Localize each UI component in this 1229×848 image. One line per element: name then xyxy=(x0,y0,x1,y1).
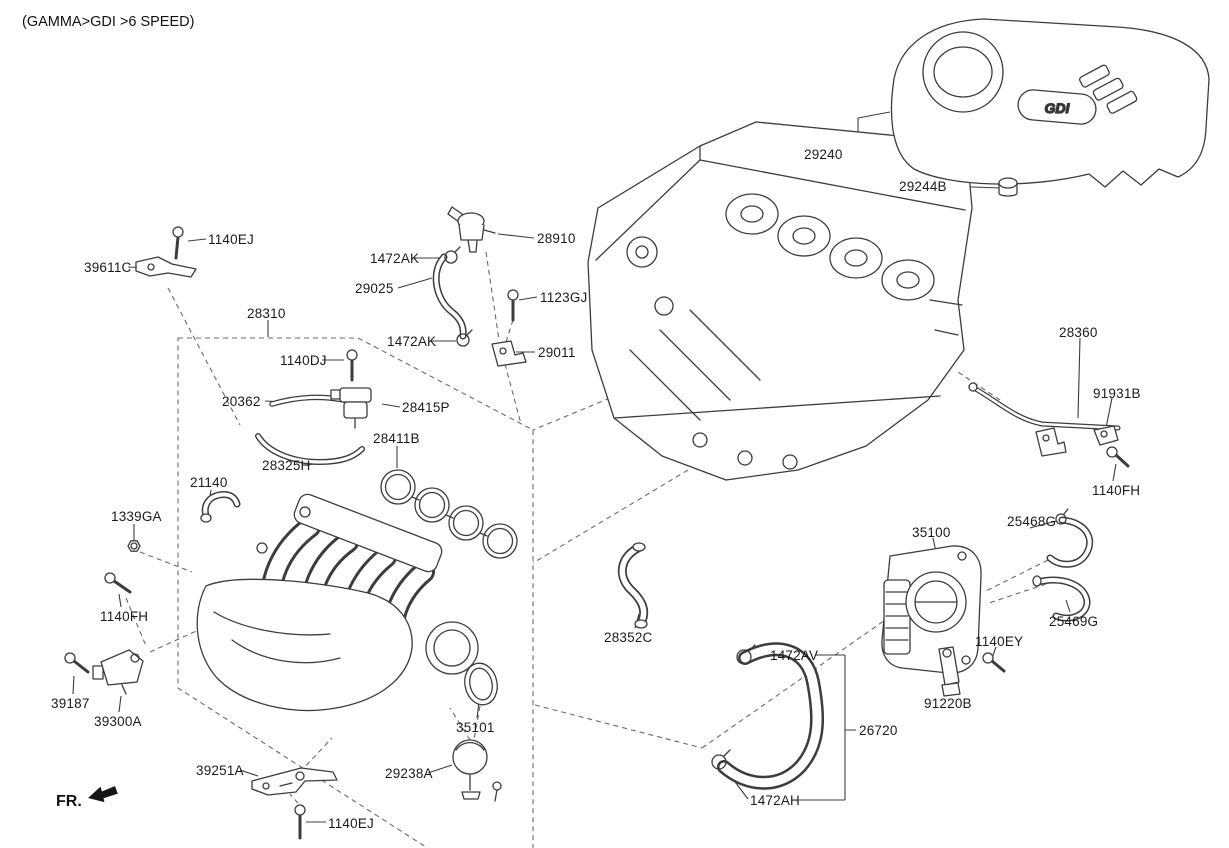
bolt-1123gj xyxy=(507,289,519,322)
clamp-1472ak-mid xyxy=(456,329,473,347)
manifold-outline-box xyxy=(177,337,534,848)
part-label-28411b: 28411B xyxy=(373,431,420,446)
part-label-25469g: 25469G xyxy=(1049,614,1099,629)
bracket-39251a-drawing xyxy=(251,767,338,796)
gasket-35101-drawing xyxy=(464,662,498,706)
hose-26720-drawing xyxy=(717,642,825,790)
part-label-1472ak-top: 1472AK xyxy=(370,251,420,266)
part-label-1339ga: 1339GA xyxy=(111,509,162,524)
part-label-29244b: 29244B xyxy=(899,179,947,194)
part-label-28360: 28360 xyxy=(1059,325,1098,340)
hose-28352c-drawing xyxy=(617,542,649,629)
hose-25469g-drawing xyxy=(1032,575,1091,622)
nut-1339ga xyxy=(127,540,141,552)
part-label-91220b: 91220B xyxy=(924,696,972,711)
part-label-29238a: 29238A xyxy=(385,766,433,781)
part-label-1472ak-mid: 1472AK xyxy=(387,334,437,349)
bracket-91931b-drawing xyxy=(1035,425,1119,457)
bolt-1140fh-right xyxy=(1106,446,1130,468)
part-label-28415p: 28415P xyxy=(402,400,450,415)
part-label-20362: 20362 xyxy=(222,394,261,409)
fr-arrow xyxy=(88,786,118,803)
solenoid-28415p-drawing xyxy=(330,387,372,429)
diagram-title: (GAMMA>GDI >6 SPEED) xyxy=(22,14,195,30)
sensor-91220b-drawing xyxy=(938,646,961,697)
part-label-26720: 26720 xyxy=(859,723,898,738)
engine-cover-drawing: GDI xyxy=(890,18,1210,188)
throttle-body-drawing xyxy=(881,545,982,674)
hose-28325h-drawing xyxy=(255,433,365,466)
part-label-29240: 29240 xyxy=(804,147,843,162)
gdi-badge-text: GDI xyxy=(1045,100,1071,116)
part-label-29011: 29011 xyxy=(538,345,576,360)
part-label-1140dj: 1140DJ xyxy=(280,353,327,368)
part-label-1472av: 1472AV xyxy=(770,648,819,663)
part-label-35101: 35101 xyxy=(456,720,495,735)
part-label-25468g: 25468G xyxy=(1007,514,1057,529)
part-label-1140ej-top: 1140EJ xyxy=(208,232,254,247)
intake-manifold-drawing xyxy=(196,493,479,712)
hose-29025-drawing xyxy=(432,253,467,340)
bolt-1140ej-top xyxy=(172,226,184,260)
part-label-39251a: 39251A xyxy=(196,763,244,778)
part-label-21140: 21140 xyxy=(190,475,228,490)
bolt-1140dj xyxy=(346,349,358,382)
gasket-28411b-drawing xyxy=(380,469,518,559)
part-label-1472ah: 1472AH xyxy=(750,793,800,808)
part-label-35100: 35100 xyxy=(912,525,951,540)
clamp-1472ah xyxy=(711,749,731,770)
engine-block-drawing xyxy=(587,121,973,481)
part-label-1140ey: 1140EY xyxy=(975,634,1024,649)
part-label-28325h: 28325H xyxy=(262,458,311,473)
part-label-28310: 28310 xyxy=(247,306,286,321)
map-sensor-39300a-drawing xyxy=(92,649,144,695)
bolt-1140ej-bottom xyxy=(294,804,306,840)
clamp-1472av xyxy=(736,644,756,665)
part-label-1140fh-left: 1140FH xyxy=(100,609,149,624)
bracket-29011-drawing xyxy=(491,340,527,367)
grommet-29244b-drawing xyxy=(998,177,1018,197)
part-label-29025: 29025 xyxy=(355,281,394,296)
part-label-91931b: 91931B xyxy=(1093,386,1141,401)
bolt-1140fh-left xyxy=(104,572,132,594)
actuator-29238a-drawing xyxy=(452,739,502,802)
clamp-1472ak-top xyxy=(444,246,461,264)
bolt-1140ey xyxy=(982,652,1006,673)
fitting-21140-drawing xyxy=(200,491,241,523)
part-label-1140fh-right: 1140FH xyxy=(1092,483,1141,498)
part-label-1123gj: 1123GJ xyxy=(540,290,588,305)
fr-label: FR. xyxy=(56,793,82,810)
part-label-28352c: 28352C xyxy=(604,630,653,645)
part-label-28910: 28910 xyxy=(537,231,576,246)
bracket-39611c-drawing xyxy=(135,256,197,278)
bolt-39187 xyxy=(64,652,90,674)
pcv-valve-28910-drawing xyxy=(447,206,496,253)
part-label-1140ej-bottom: 1140EJ xyxy=(328,816,374,831)
part-label-39611c: 39611C xyxy=(84,260,132,275)
part-label-39187: 39187 xyxy=(51,696,90,711)
hose-25468g-drawing xyxy=(1046,508,1094,568)
part-label-39300a: 39300A xyxy=(94,714,142,729)
pipe-28360-drawing xyxy=(968,382,1121,431)
